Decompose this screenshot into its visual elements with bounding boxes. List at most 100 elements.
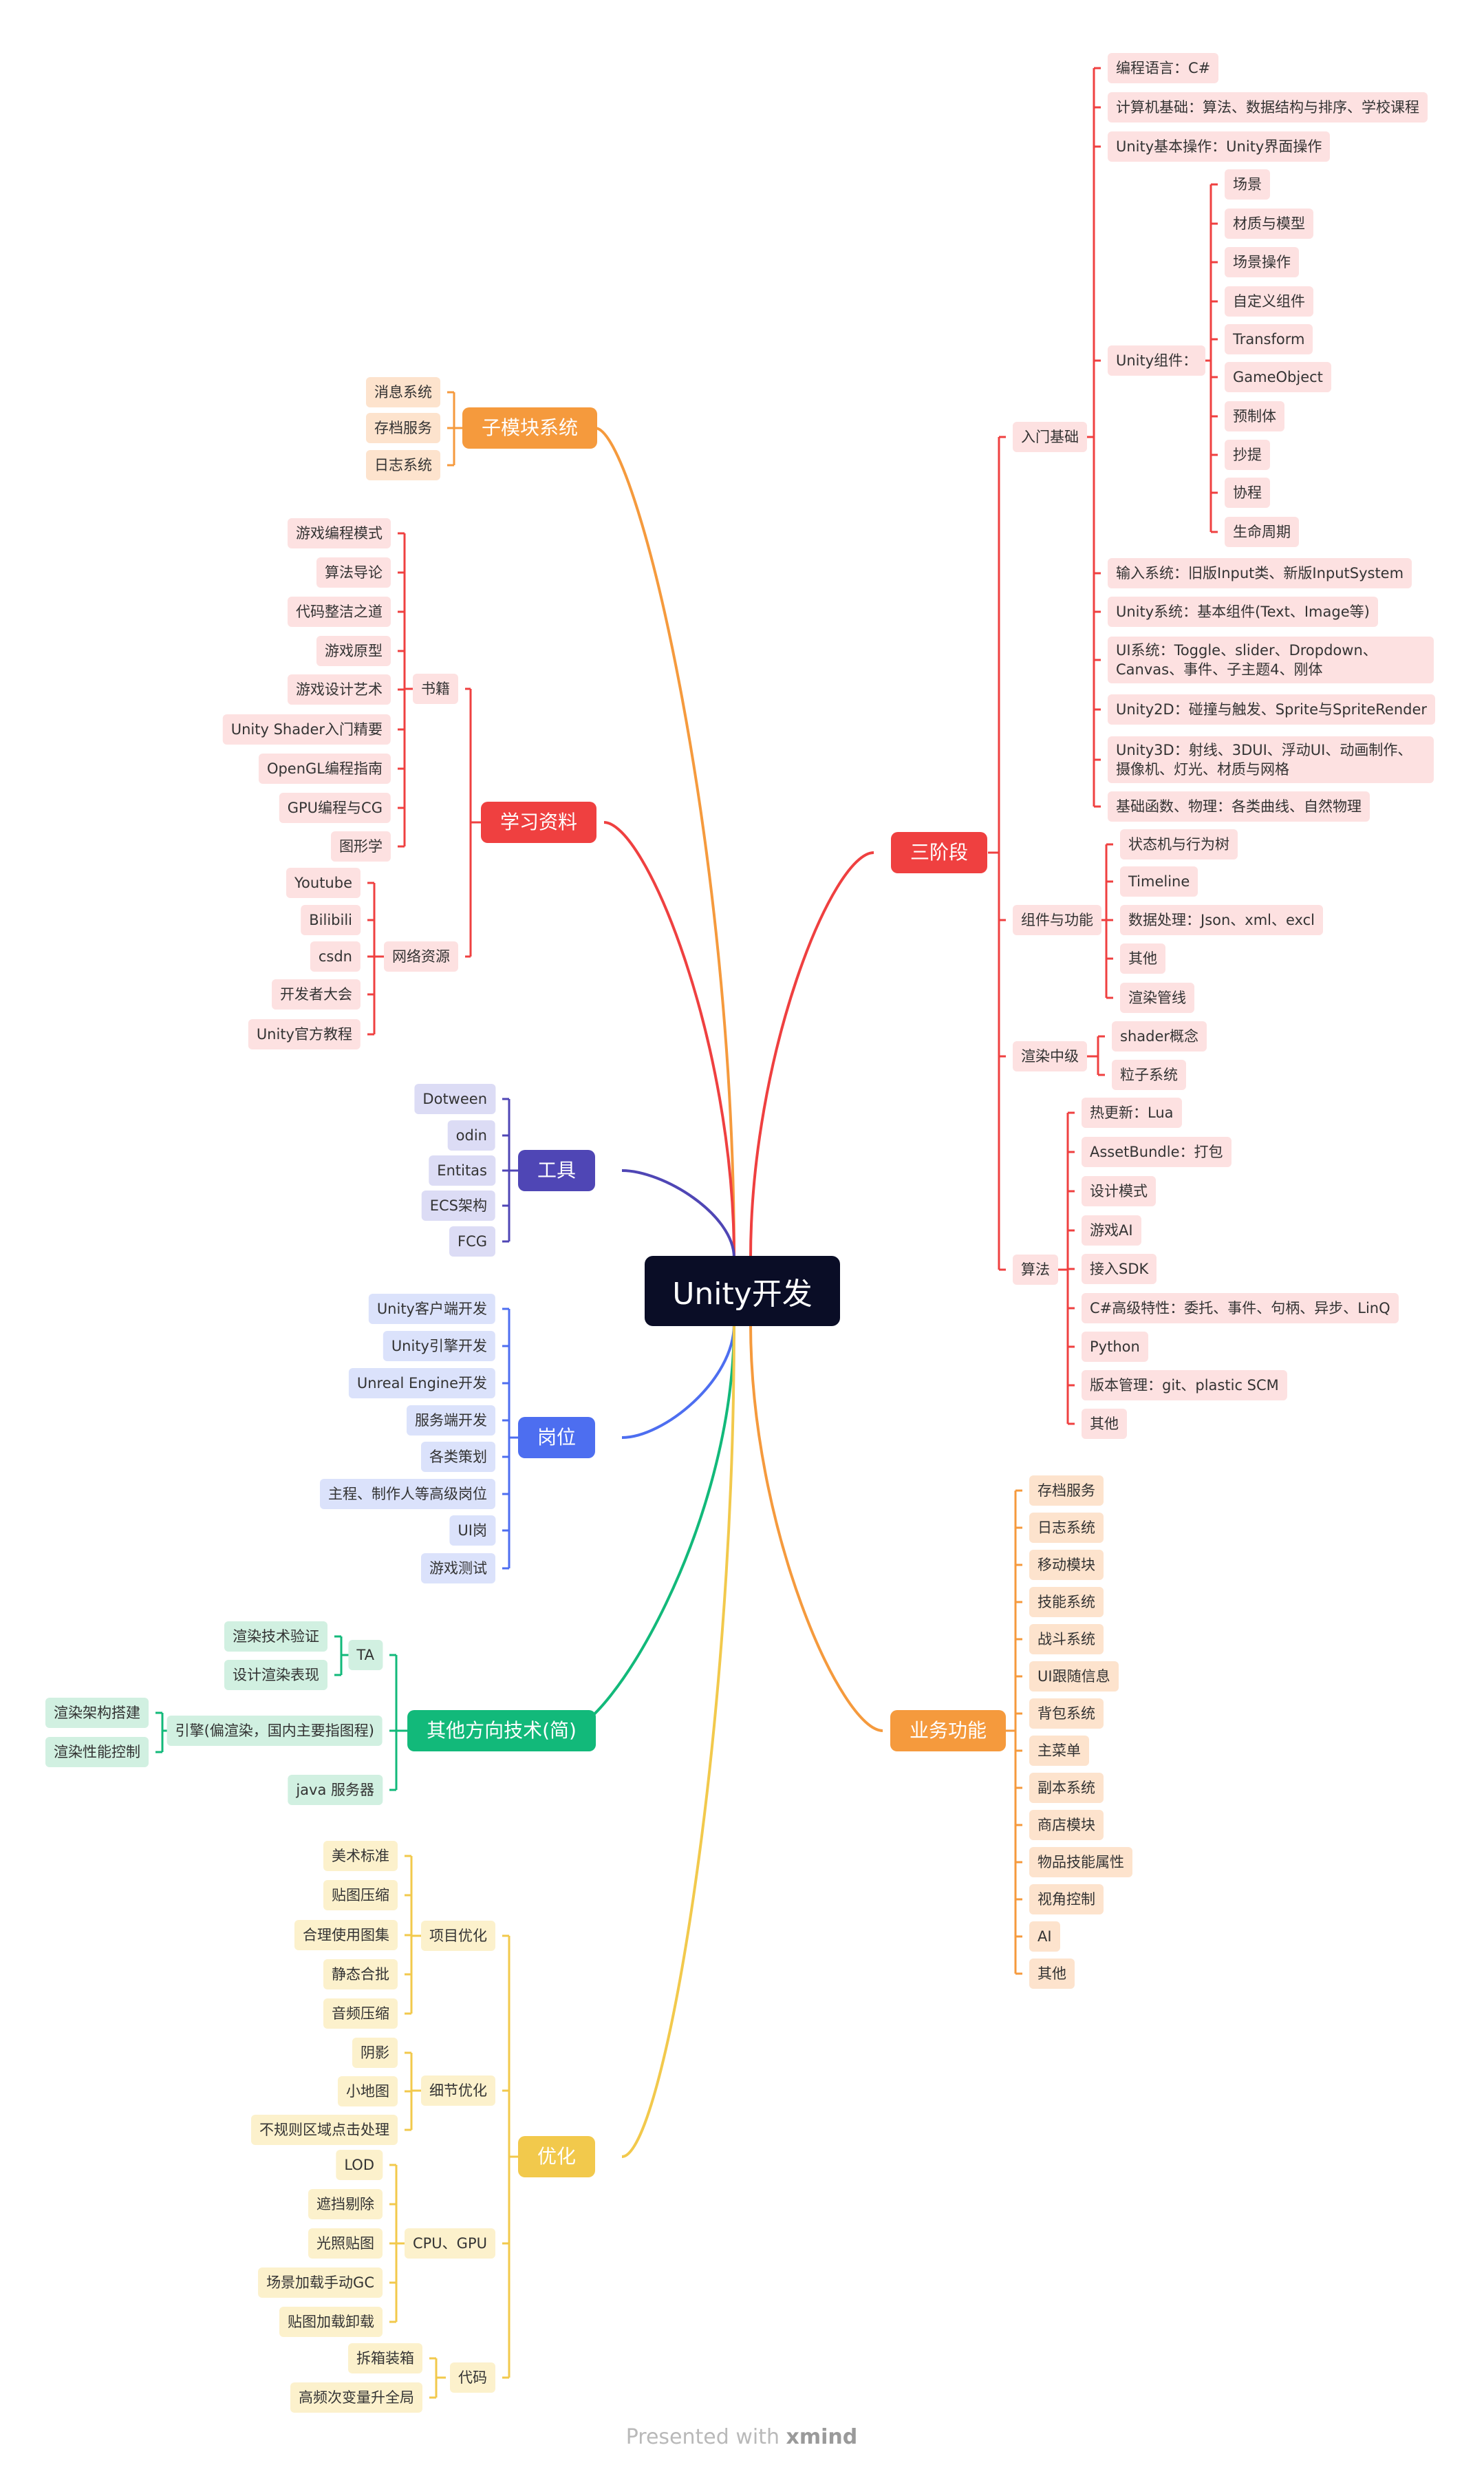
branch-stages[interactable]: 三阶段 bbox=[890, 832, 988, 873]
business-item[interactable]: 其他 bbox=[1029, 1959, 1075, 1989]
algo-item[interactable]: 设计模式 bbox=[1082, 1176, 1156, 1206]
components-func-node[interactable]: 组件与功能 bbox=[1013, 905, 1101, 935]
submodule-item[interactable]: 消息系统 bbox=[366, 377, 440, 407]
detail-opt-node[interactable]: 细节优化 bbox=[421, 2075, 495, 2106]
online-item[interactable]: Youtube bbox=[286, 868, 361, 898]
intro-item[interactable]: Unity2D：碰撞与触发、Sprite与SpriteRender bbox=[1108, 694, 1436, 725]
business-item[interactable]: 存档服务 bbox=[1029, 1475, 1104, 1506]
unity-component-item[interactable]: 抄提 bbox=[1225, 440, 1270, 470]
detail-opt-item[interactable]: 小地图 bbox=[338, 2076, 398, 2106]
tool-item[interactable]: odin bbox=[447, 1120, 495, 1151]
book-item[interactable]: 游戏设计艺术 bbox=[288, 674, 391, 705]
project-opt-item[interactable]: 音频压缩 bbox=[323, 1998, 398, 2029]
cpugpu-opt-item[interactable]: LOD bbox=[336, 2150, 383, 2180]
code-opt-item[interactable]: 高频次变量升全局 bbox=[290, 2382, 422, 2413]
project-opt-item[interactable]: 合理使用图集 bbox=[294, 1920, 398, 1950]
book-item[interactable]: 图形学 bbox=[331, 831, 391, 862]
intro-item[interactable]: 输入系统：旧版Input类、新版InputSystem bbox=[1108, 558, 1412, 588]
book-item[interactable]: 代码整洁之道 bbox=[288, 597, 391, 627]
online-item[interactable]: csdn bbox=[310, 941, 361, 972]
project-opt-item[interactable]: 美术标准 bbox=[323, 1841, 398, 1871]
unity-component-item[interactable]: 自定义组件 bbox=[1225, 286, 1313, 317]
cpugpu-opt-item[interactable]: 贴图加载卸载 bbox=[279, 2307, 383, 2337]
branch-tools[interactable]: 工具 bbox=[517, 1150, 596, 1191]
intro-item[interactable]: Unity系统：基本组件(Text、Image等) bbox=[1108, 597, 1378, 627]
algo-item[interactable]: 其他 bbox=[1082, 1409, 1127, 1439]
components-func-item[interactable]: 状态机与行为树 bbox=[1120, 829, 1238, 860]
online-item[interactable]: 开发者大会 bbox=[272, 979, 361, 1010]
intro-item[interactable]: Unity3D：射线、3DUI、浮动UI、动画制作、摄像机、灯光、材质与网格 bbox=[1108, 736, 1434, 783]
book-item[interactable]: 游戏编程模式 bbox=[288, 518, 391, 548]
online-item[interactable]: Bilibili bbox=[301, 905, 361, 935]
unity-component-item[interactable]: 协程 bbox=[1225, 478, 1270, 508]
branch-other[interactable]: 其他方向技术(简) bbox=[407, 1710, 596, 1751]
branch-jobs[interactable]: 岗位 bbox=[517, 1417, 596, 1458]
intro-item[interactable]: Unity基本操作：Unity界面操作 bbox=[1108, 131, 1331, 162]
intro-item[interactable]: UI系统：Toggle、slider、Dropdown、Canvas、事件、子主… bbox=[1108, 637, 1434, 683]
online-item[interactable]: Unity官方教程 bbox=[248, 1019, 361, 1049]
components-func-item[interactable]: Timeline bbox=[1120, 866, 1198, 897]
business-item[interactable]: 战斗系统 bbox=[1029, 1624, 1104, 1654]
unity-component-item[interactable]: Transform bbox=[1225, 324, 1313, 354]
business-item[interactable]: 主菜单 bbox=[1029, 1736, 1089, 1766]
cpugpu-opt-item[interactable]: 遮挡剔除 bbox=[308, 2189, 383, 2219]
unity-component-item[interactable]: 预制体 bbox=[1225, 401, 1284, 431]
submodule-item[interactable]: 日志系统 bbox=[366, 450, 440, 480]
tool-item[interactable]: Dotween bbox=[414, 1084, 495, 1114]
unity-component-item[interactable]: 场景操作 bbox=[1225, 247, 1299, 277]
intro-node[interactable]: 入门基础 bbox=[1013, 422, 1087, 452]
algo-item[interactable]: C#高级特性：委托、事件、句柄、异步、LinQ bbox=[1082, 1293, 1399, 1323]
unity-component-item[interactable]: 材质与模型 bbox=[1225, 209, 1313, 239]
branch-study[interactable]: 学习资料 bbox=[480, 802, 597, 843]
render-mid-item[interactable]: shader概念 bbox=[1112, 1021, 1207, 1052]
business-item[interactable]: 背包系统 bbox=[1029, 1698, 1104, 1729]
project-opt-item[interactable]: 静态合批 bbox=[323, 1959, 398, 1989]
book-item[interactable]: OpenGL编程指南 bbox=[258, 754, 391, 784]
business-item[interactable]: 技能系统 bbox=[1029, 1587, 1104, 1617]
cpugpu-opt-item[interactable]: 光照贴图 bbox=[308, 2228, 383, 2259]
code-opt-item[interactable]: 拆箱装箱 bbox=[348, 2343, 422, 2373]
detail-opt-item[interactable]: 不规则区域点击处理 bbox=[251, 2115, 398, 2145]
intro-item[interactable]: 编程语言：C# bbox=[1108, 53, 1219, 83]
unity-component-item[interactable]: 场景 bbox=[1225, 169, 1270, 200]
cpugpu-opt-node[interactable]: CPU、GPU bbox=[404, 2228, 495, 2259]
business-item[interactable]: 日志系统 bbox=[1029, 1513, 1104, 1543]
cpugpu-opt-item[interactable]: 场景加载手动GC bbox=[258, 2267, 383, 2298]
unity-component-item[interactable]: GameObject bbox=[1225, 362, 1331, 392]
business-item[interactable]: 商店模块 bbox=[1029, 1810, 1104, 1840]
components-func-item[interactable]: 渲染管线 bbox=[1120, 983, 1194, 1013]
business-item[interactable]: 视角控制 bbox=[1029, 1884, 1104, 1914]
algo-item[interactable]: Python bbox=[1082, 1332, 1148, 1362]
books-node[interactable]: 书籍 bbox=[413, 674, 458, 704]
business-item[interactable]: 物品技能属性 bbox=[1029, 1847, 1132, 1877]
algo-item[interactable]: 游戏AI bbox=[1082, 1215, 1141, 1246]
engine-node[interactable]: 引擎(偏渲染，国内主要指图程) bbox=[166, 1716, 383, 1746]
job-item[interactable]: Unreal Engine开发 bbox=[348, 1368, 495, 1398]
project-opt-item[interactable]: 贴图压缩 bbox=[323, 1880, 398, 1910]
ta-item[interactable]: 渲染技术验证 bbox=[224, 1621, 327, 1652]
online-node[interactable]: 网络资源 bbox=[384, 941, 458, 972]
business-item[interactable]: 副本系统 bbox=[1029, 1773, 1104, 1803]
business-item[interactable]: UI跟随信息 bbox=[1029, 1661, 1119, 1692]
components-func-item[interactable]: 其他 bbox=[1120, 943, 1165, 974]
job-item[interactable]: 服务端开发 bbox=[407, 1405, 495, 1436]
algo-node[interactable]: 算法 bbox=[1013, 1255, 1058, 1285]
book-item[interactable]: Unity Shader入门精要 bbox=[222, 714, 391, 745]
job-item[interactable]: UI岗 bbox=[449, 1515, 495, 1546]
tool-item[interactable]: FCG bbox=[449, 1226, 495, 1257]
business-item[interactable]: AI bbox=[1029, 1921, 1060, 1952]
components-func-item[interactable]: 数据处理：Json、xml、excl bbox=[1120, 905, 1323, 935]
algo-item[interactable]: 接入SDK bbox=[1082, 1254, 1157, 1284]
code-opt-node[interactable]: 代码 bbox=[450, 2362, 495, 2393]
book-item[interactable]: GPU编程与CG bbox=[279, 793, 391, 823]
branch-business[interactable]: 业务功能 bbox=[890, 1710, 1007, 1751]
ta-node[interactable]: TA bbox=[348, 1640, 383, 1670]
book-item[interactable]: 算法导论 bbox=[316, 557, 391, 588]
detail-opt-item[interactable]: 阴影 bbox=[352, 2038, 398, 2068]
unity-components-node[interactable]: Unity组件： bbox=[1108, 345, 1206, 376]
render-mid-item[interactable]: 粒子系统 bbox=[1112, 1060, 1186, 1090]
algo-item[interactable]: 版本管理：git、plastic SCM bbox=[1082, 1370, 1287, 1400]
project-opt-node[interactable]: 项目优化 bbox=[421, 1921, 495, 1951]
root-node[interactable]: Unity开发 bbox=[645, 1256, 840, 1326]
intro-item[interactable]: 基础函数、物理：各类曲线、自然物理 bbox=[1108, 791, 1370, 822]
